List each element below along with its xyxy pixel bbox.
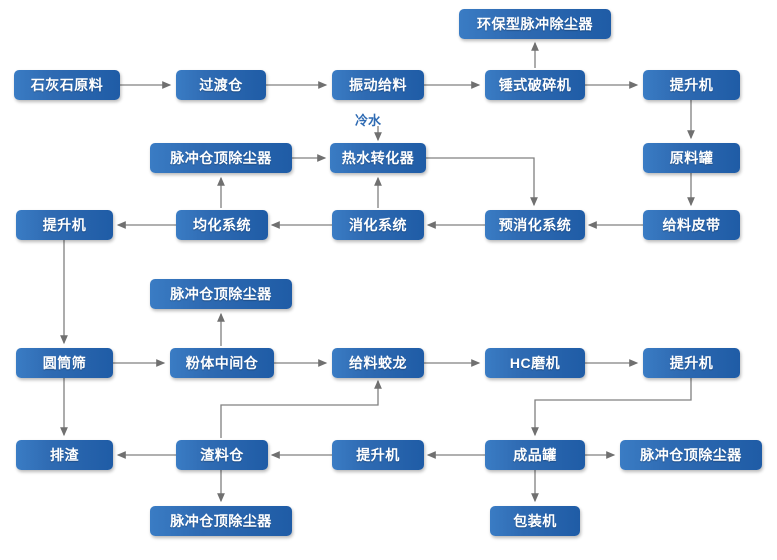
connector-e-hotwater-to-predigest	[426, 157, 538, 207]
process-node-label: 消化系统	[349, 217, 407, 233]
process-node-n22[interactable]: 渣料仓	[176, 440, 268, 470]
process-node-n10[interactable]: 提升机	[16, 210, 113, 240]
process-node-label: 提升机	[356, 447, 400, 463]
process-node-n12[interactable]: 消化系统	[332, 210, 424, 240]
process-node-n16[interactable]: 圆筒筛	[16, 348, 113, 378]
process-node-n04[interactable]: 振动给料	[332, 70, 424, 100]
process-node-n06[interactable]: 提升机	[643, 70, 740, 100]
process-node-label: 提升机	[42, 217, 87, 233]
process-node-label: 成品罐	[513, 447, 557, 463]
process-node-label: 预消化系统	[498, 217, 572, 233]
lbl-cold-water: 冷水	[355, 113, 382, 128]
process-node-label: 给料皮带	[662, 217, 721, 233]
process-node-n09[interactable]: 原料罐	[643, 143, 740, 173]
process-node-n26[interactable]: 脉冲仓顶除尘器	[150, 506, 292, 536]
process-node-n21[interactable]: 排渣	[16, 440, 113, 470]
process-node-n25[interactable]: 脉冲仓顶除尘器	[620, 440, 762, 470]
process-node-n17[interactable]: 粉体中间仓	[170, 348, 274, 378]
process-node-n07[interactable]: 脉冲仓顶除尘器	[150, 143, 292, 173]
process-node-label: 提升机	[669, 77, 714, 93]
process-node-label: 脉冲仓顶除尘器	[170, 286, 272, 302]
process-node-n02[interactable]: 石灰石原料	[14, 70, 120, 100]
process-node-label: 包装机	[513, 513, 557, 529]
process-node-label: 渣料仓	[200, 447, 244, 463]
process-node-n08[interactable]: 热水转化器	[330, 143, 426, 173]
process-node-n18[interactable]: 给料蛟龙	[332, 348, 424, 378]
process-node-label: 原料罐	[669, 150, 714, 166]
process-node-label: 振动给料	[349, 77, 407, 93]
process-node-label: 排渣	[50, 447, 79, 463]
process-node-n03[interactable]: 过渡仓	[176, 70, 266, 100]
process-node-n23[interactable]: 提升机	[332, 440, 424, 470]
process-node-n24[interactable]: 成品罐	[485, 440, 585, 470]
process-node-label: 脉冲仓顶除尘器	[170, 513, 272, 529]
process-node-label: 粉体中间仓	[185, 355, 259, 371]
process-node-n14[interactable]: 给料皮带	[643, 210, 740, 240]
process-node-n11[interactable]: 均化系统	[176, 210, 268, 240]
process-node-n01[interactable]: 环保型脉冲除尘器	[459, 9, 611, 39]
process-node-label: 圆筒筛	[42, 355, 87, 371]
process-node-n27[interactable]: 包装机	[490, 506, 580, 536]
process-node-label: 热水转化器	[341, 150, 415, 166]
process-node-n19[interactable]: HC磨机	[485, 348, 585, 378]
process-node-n20[interactable]: 提升机	[643, 348, 740, 378]
process-node-label: 锤式破碎机	[498, 77, 572, 93]
process-node-label: HC磨机	[509, 355, 561, 371]
process-node-label: 均化系统	[193, 217, 251, 233]
process-node-label: 给料蛟龙	[349, 355, 407, 371]
process-node-label: 脉冲仓顶除尘器	[640, 447, 742, 463]
process-node-n13[interactable]: 预消化系统	[485, 210, 585, 240]
process-node-label: 石灰石原料	[30, 77, 104, 93]
process-node-n15[interactable]: 脉冲仓顶除尘器	[150, 279, 292, 309]
process-node-label: 过渡仓	[199, 77, 243, 93]
connector-e-hoist3-to-product	[531, 378, 692, 437]
process-node-label: 提升机	[669, 355, 714, 371]
process-node-n05[interactable]: 锤式破碎机	[485, 70, 585, 100]
connector-e-slagbin-to-screw	[220, 379, 382, 438]
process-node-label: 环保型脉冲除尘器	[477, 16, 593, 32]
process-node-label: 脉冲仓顶除尘器	[170, 150, 272, 166]
